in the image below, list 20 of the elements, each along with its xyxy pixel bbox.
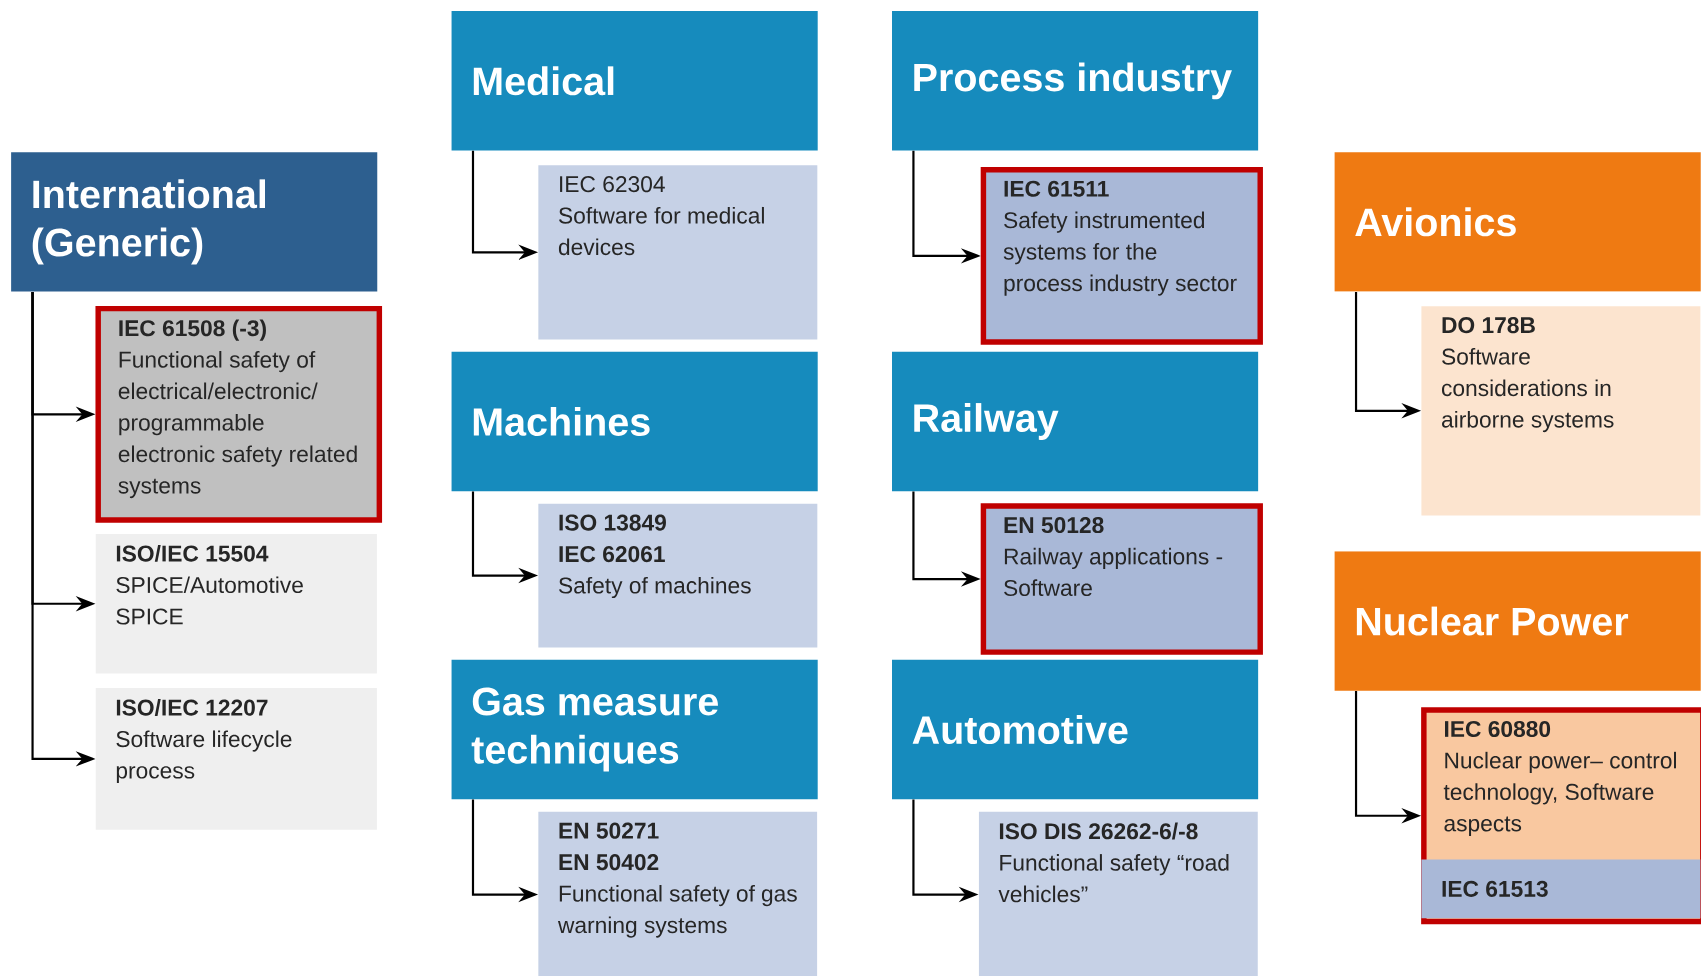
category-header: Railway (892, 351, 1259, 492)
standard-box: IEC 61508 (-3) Functional safety of electrical/electronic/ programmable electronic safety related systems (95, 305, 383, 523)
category-header: Medical (451, 10, 818, 151)
category-header: International (Generic) (11, 152, 378, 292)
category-header: Process industry (892, 10, 1259, 151)
standard-box: EN 50271 EN 50402 Functional safety of gas warning systems (538, 811, 818, 976)
standard-box: ISO/IEC 15504 SPICE/Automotive SPICE (95, 533, 377, 674)
category-header: Avionics (1334, 152, 1701, 292)
standard-box: ISO 13849 IEC 62061 Safety of machines (538, 503, 818, 648)
standard-box: IEC 62304 Software for medical devices (538, 165, 818, 340)
category-header: Automotive (892, 659, 1259, 800)
standard-box: DO 178B Software considerations in airborne systems (1421, 306, 1701, 516)
category-header: Nuclear Power (1334, 551, 1701, 691)
standard-box: ISO DIS 26262-6/-8 Functional safety “road vehicles” (978, 811, 1258, 976)
category-header: Machines (451, 351, 818, 492)
standard-box: EN 50128 Railway applications - Software (980, 503, 1263, 655)
standard-box: ISO/IEC 12207 Software lifecycle process (95, 687, 377, 830)
standard-box: IEC 61511 Safety instrumented systems for the process industry sector (980, 166, 1263, 345)
category-header: Gas measure techniques (451, 659, 818, 800)
standard-box: IEC 61513 (1421, 859, 1701, 919)
